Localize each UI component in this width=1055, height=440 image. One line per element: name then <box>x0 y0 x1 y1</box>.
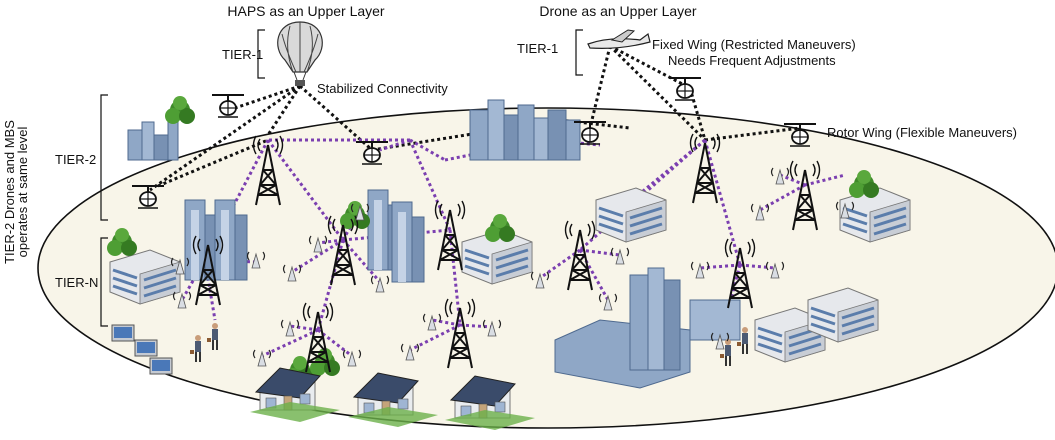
side-note: TIER-2 Drones and MBS operates at same l… <box>2 120 30 264</box>
tree-icon <box>165 96 195 124</box>
tiern-bracket <box>100 237 108 327</box>
fixed-wing-drone-icon <box>587 29 651 49</box>
rotor-drone-icon <box>211 94 245 118</box>
tier1-right-bracket <box>575 29 583 76</box>
drone-header: Drone as an Upper Layer <box>539 3 697 19</box>
stabilized-connectivity-label: Stabilized Connectivity <box>317 81 448 96</box>
large-office-complex <box>554 267 741 389</box>
tier1-left-bracket <box>257 29 265 79</box>
computer-icon <box>111 324 173 375</box>
frequent-adjustments-label: Needs Frequent Adjustments <box>668 53 836 68</box>
rotor-drone-icon <box>668 77 702 101</box>
tiern-label: TIER-N <box>55 275 98 290</box>
balloon-icon <box>277 21 323 86</box>
tier1-right-label: TIER-1 <box>517 41 558 56</box>
tier2-bracket <box>100 94 108 221</box>
haps-header: HAPS as an Upper Layer <box>227 3 385 19</box>
tier2-label: TIER-2 <box>55 152 96 167</box>
city-skyline-left <box>127 96 195 161</box>
tier1-left-label: TIER-1 <box>222 47 263 62</box>
city-skyline-center <box>469 99 581 161</box>
rotor-wing-label: Rotor Wing (Flexible Maneuvers) <box>827 125 1017 140</box>
fixed-wing-label: Fixed Wing (Restricted Maneuvers) <box>652 37 856 52</box>
side-note-line2: operates at same level <box>15 126 30 257</box>
side-note-line1: TIER-2 Drones and MBS <box>2 120 17 264</box>
